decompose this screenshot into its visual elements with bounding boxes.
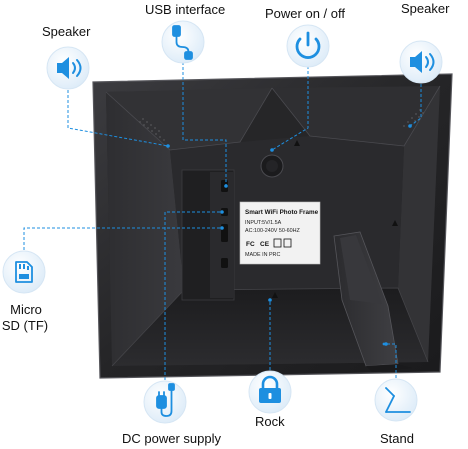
- stand-label: Stand: [380, 431, 414, 446]
- speaker-left-callout: [46, 46, 90, 90]
- power-callout: [286, 24, 330, 68]
- usb-cable-icon: [172, 25, 193, 60]
- leader-speaker-left: [67, 90, 169, 147]
- stand-callout: [374, 378, 418, 422]
- speaker-icon: [57, 57, 82, 79]
- svg-text:CE: CE: [260, 241, 270, 248]
- lock-icon: [259, 375, 281, 403]
- ports-panel: [181, 169, 235, 301]
- certification-marks: FC CE: [246, 238, 292, 248]
- facet-edge: [111, 287, 429, 367]
- dc-port[interactable]: [221, 208, 228, 216]
- leader-speaker-right: [409, 84, 422, 127]
- leader-dc-power: [164, 211, 222, 380]
- rock-label: Rock: [255, 414, 285, 429]
- svg-text:FC: FC: [246, 241, 255, 248]
- micro-sd-label-line2: SD (TF): [1, 318, 49, 333]
- power-button[interactable]: [260, 154, 284, 178]
- stand-icon: [385, 387, 411, 413]
- facet-top-right: [272, 86, 440, 146]
- sd-card-icon: [15, 261, 33, 283]
- speaker-right-callout: [399, 40, 443, 84]
- facet-top-left: [106, 88, 272, 150]
- leader-micro-sd: [23, 227, 222, 250]
- leader-lines: [23, 62, 422, 380]
- sticker-ac: AC:100-240V 50-60HZ: [245, 228, 301, 234]
- stand[interactable]: [333, 231, 412, 372]
- micro-sd-callout: [2, 250, 46, 294]
- facet-right: [398, 86, 440, 362]
- speaker-grille-left: [139, 118, 165, 141]
- port-misc: [221, 258, 228, 268]
- usb-interface-label: USB interface: [145, 2, 226, 17]
- wall-mount-hole: [272, 292, 278, 298]
- photo-frame-back: Smart WiFi Photo Frame INPUT:5V/1.5A AC:…: [92, 73, 453, 379]
- rock-callout: [248, 370, 292, 414]
- speaker-icon: [410, 51, 435, 73]
- sticker-title: Smart WiFi Photo Frame: [245, 209, 319, 216]
- speaker-right-label: Speaker: [401, 1, 450, 16]
- info-sticker: Smart WiFi Photo Frame INPUT:5V/1.5A AC:…: [239, 201, 321, 265]
- usb-callout: [161, 20, 205, 64]
- wall-mount-hole: [294, 140, 300, 146]
- leader-power: [271, 66, 309, 151]
- facet-edge: [105, 87, 273, 151]
- dc-plug-icon: [156, 383, 175, 417]
- leader-stand: [386, 343, 397, 378]
- dc-power-label: DC power supply: [122, 431, 221, 446]
- wall-mount-hole: [392, 220, 398, 226]
- sticker-input: INPUT:5V/1.5A: [245, 220, 282, 226]
- power-icon: [295, 31, 321, 59]
- leader-dots: [166, 124, 412, 346]
- sticker-made-in: MADE IN PRC: [245, 252, 280, 258]
- facet-edge: [271, 85, 441, 147]
- speaker-left-label: Speaker: [42, 24, 91, 39]
- power-label: Power on / off: [265, 6, 345, 21]
- dc-power-callout: [143, 380, 187, 424]
- micro-sd-label-line1: Micro: [10, 302, 42, 317]
